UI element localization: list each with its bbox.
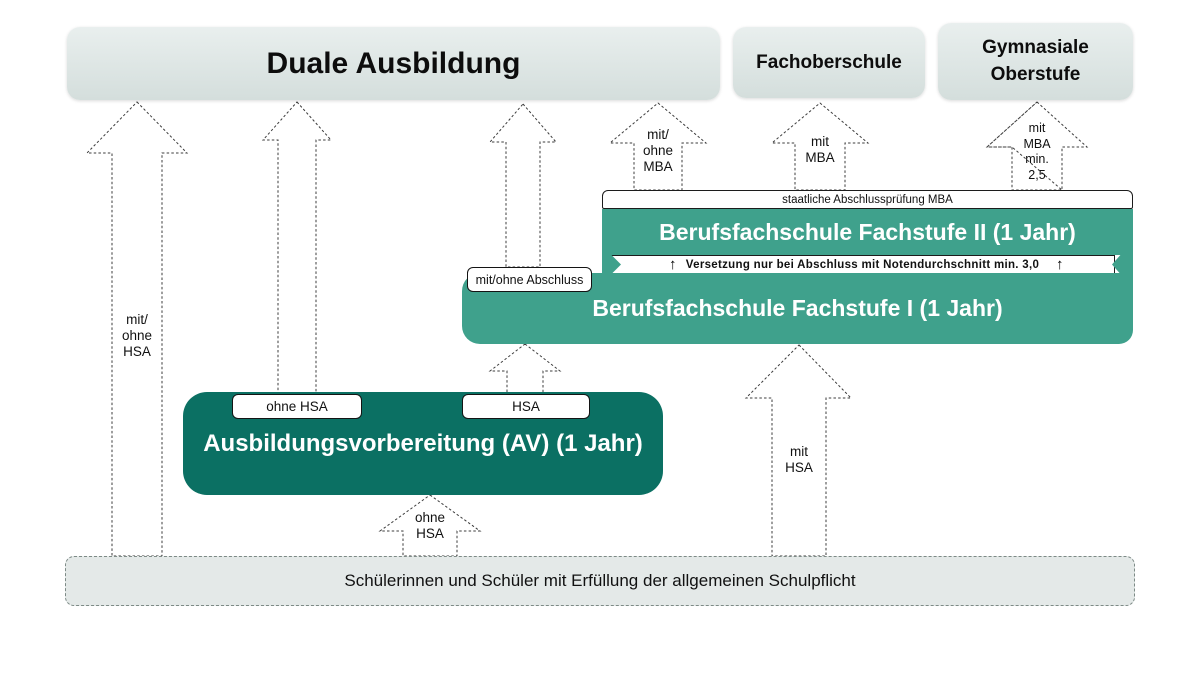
label-hsa-text: HSA xyxy=(512,399,540,414)
up-arrow-icon: ↑ xyxy=(669,256,677,273)
box-gymnasiale-oberstufe: Gymnasiale Oberstufe xyxy=(938,23,1133,100)
arrow-up-mit-ohne-hsa xyxy=(85,101,189,557)
base-population-bar: Schülerinnen und Schüler mit Erfüllung d… xyxy=(65,556,1135,606)
up-arrow-icon: ↑ xyxy=(1056,256,1064,273)
fachstufe-1-title: Berufsfachschule Fachstufe I (1 Jahr) xyxy=(592,295,1003,321)
teal-connector-right xyxy=(1112,255,1133,274)
fachoberschule-title: Fachoberschule xyxy=(756,51,902,73)
label-hsa: HSA xyxy=(462,394,590,419)
label-mit-ohne-abschluss: mit/ohne Abschluss xyxy=(467,267,592,292)
box-duale-ausbildung: Duale Ausbildung xyxy=(67,27,720,100)
arrow-label-mit-ohne-hsa: mit/ ohne HSA xyxy=(121,312,153,360)
exam-bar: staatliche Abschlussprüfung MBA xyxy=(602,190,1133,209)
arrow-label-mit-mba-min: mit MBA min. 2,5 xyxy=(1023,121,1051,182)
arrow-label-ohne-hsa: ohne HSA xyxy=(414,510,446,542)
box-fachstufe-2: Berufsfachschule Fachstufe II (1 Jahr) xyxy=(602,209,1133,255)
fachstufe-2-title: Berufsfachschule Fachstufe II (1 Jahr) xyxy=(659,218,1076,245)
label-ohne-hsa: ohne HSA xyxy=(232,394,362,419)
arrow-up-mit-ohne-abschluss-to-duale xyxy=(488,103,558,268)
label-ohne-hsa-text: ohne HSA xyxy=(266,399,328,414)
duale-ausbildung-title: Duale Ausbildung xyxy=(266,46,521,80)
gymnasiale-oberstufe-title: Gymnasiale Oberstufe xyxy=(982,36,1089,85)
box-fachoberschule: Fachoberschule xyxy=(733,27,925,98)
ausbildungsvorbereitung-title: Ausbildungsvorbereitung (AV) (1 Jahr) xyxy=(203,429,643,457)
arrow-label-mit-hsa: mit HSA xyxy=(785,444,813,476)
exam-bar-text: staatliche Abschlussprüfung MBA xyxy=(782,193,953,206)
arrow-label-mit-mba: mit MBA xyxy=(805,134,835,166)
arrow-up-ohne-hsa-to-duale xyxy=(261,101,333,395)
teal-connector-left xyxy=(602,255,621,274)
base-population-text: Schülerinnen und Schüler mit Erfüllung d… xyxy=(344,571,856,590)
arrow-label-mit-ohne-mba: mit/ ohne MBA xyxy=(642,127,674,175)
versetzung-bar-text: Versetzung nur bei Abschluss mit Notendu… xyxy=(685,258,1040,271)
arrow-up-hsa-to-fachstufe1 xyxy=(488,343,562,395)
label-mit-ohne-abschluss-text: mit/ohne Abschluss xyxy=(475,272,584,287)
versetzung-bar: ↑ Versetzung nur bei Abschluss mit Noten… xyxy=(610,255,1115,274)
